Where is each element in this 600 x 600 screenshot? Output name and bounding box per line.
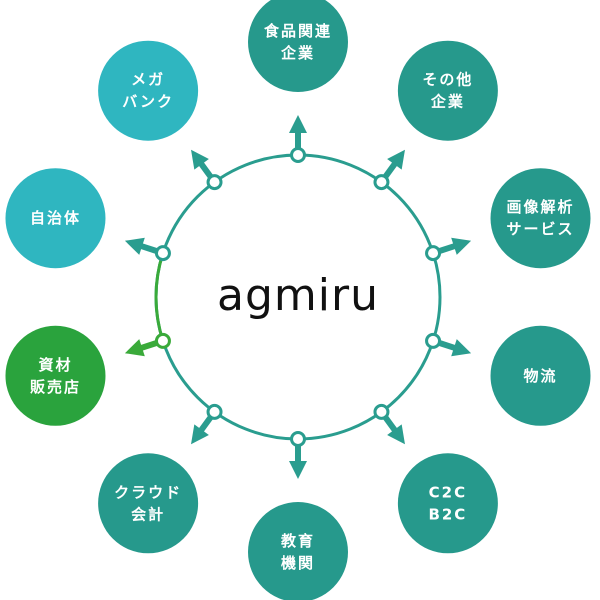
node-label-image-analysis-line2: サービス [507, 220, 575, 238]
arrow-head-c2c-b2c [387, 424, 405, 445]
node-label-education-line1: 教育 [280, 532, 315, 550]
node-label-c2c-b2c-line2: B2C [428, 505, 467, 523]
ring-joint-c2c-b2c [373, 403, 390, 420]
ring-joint-education [290, 431, 306, 447]
node-label-local-gov-line1: 自治体 [30, 209, 81, 227]
node-label-megabank-line1: メガ [131, 71, 165, 89]
center-logo-text: agmiru [217, 270, 379, 321]
node-circle-image-analysis [490, 168, 591, 269]
arrow-shaft-logistics [437, 339, 457, 352]
node-circle-megabank [98, 40, 199, 141]
ring-joint-logistics [425, 332, 442, 349]
node-label-other-line2: 企業 [430, 93, 465, 111]
partner-nodes: 食品関連企業その他企業画像解析サービス物流C2CB2C教育機関クラウド会計資材販… [5, 0, 591, 600]
node-label-cloud-accounting-line1: クラウド [114, 483, 182, 501]
node-label-education-line2: 機関 [281, 554, 315, 572]
node-circle-food [248, 0, 348, 92]
ring-joint-local-gov [154, 245, 171, 262]
arrow-head-megabank [191, 149, 209, 170]
arrow-head-food [289, 115, 307, 133]
node-local-gov: 自治体 [5, 168, 106, 269]
arrow-shaft-cloud-accounting [198, 414, 214, 434]
node-label-material-stores-line1: 資材 [38, 356, 72, 374]
arrow-head-other [387, 149, 405, 170]
node-label-food-line1: 食品関連 [264, 22, 332, 40]
arrow-head-material-stores [124, 339, 145, 357]
ring-joint-cloud-accounting [206, 403, 223, 420]
node-circle-local-gov [5, 168, 106, 269]
arrow-head-local-gov [124, 237, 145, 255]
ring-joint-material-stores [154, 332, 171, 349]
arrow-head-education [289, 461, 307, 479]
ring-highlight-arc [154, 252, 165, 342]
node-label-logistics-line1: 物流 [524, 367, 558, 385]
ring-joint-image-analysis [425, 245, 442, 262]
node-circle-logistics [490, 325, 591, 426]
node-circle-c2c-b2c [397, 453, 498, 554]
arrow-head-logistics [451, 339, 472, 357]
arrow-shaft-image-analysis [437, 242, 457, 255]
node-label-other-line1: その他 [422, 71, 473, 89]
arrow-shaft-other [382, 160, 398, 180]
node-label-cloud-accounting-line2: 会計 [131, 505, 165, 523]
ring-joint-food [290, 147, 306, 163]
ring-joint-other [373, 174, 390, 191]
node-circle-education [248, 502, 348, 600]
arrow-shaft-c2c-b2c [382, 414, 398, 434]
arrow-shaft-local-gov [139, 242, 159, 255]
arrow-shaft-material-stores [139, 339, 159, 352]
node-label-food-line2: 企業 [280, 44, 315, 62]
node-circle-cloud-accounting [98, 453, 199, 554]
arrow-shaft-megabank [198, 160, 214, 180]
node-circle-other [397, 40, 498, 141]
ring-joint-megabank [206, 174, 223, 191]
node-label-megabank-line2: バンク [122, 93, 174, 111]
connector-arrows [124, 115, 472, 479]
node-circle-material-stores [5, 325, 106, 426]
node-label-image-analysis-line1: 画像解析 [507, 198, 575, 216]
arrow-head-image-analysis [451, 237, 472, 255]
node-label-c2c-b2c-line1: C2C [429, 483, 467, 501]
node-logistics: 物流 [490, 325, 591, 426]
arrow-head-cloud-accounting [191, 424, 209, 445]
node-label-material-stores-line2: 販売店 [30, 378, 81, 396]
